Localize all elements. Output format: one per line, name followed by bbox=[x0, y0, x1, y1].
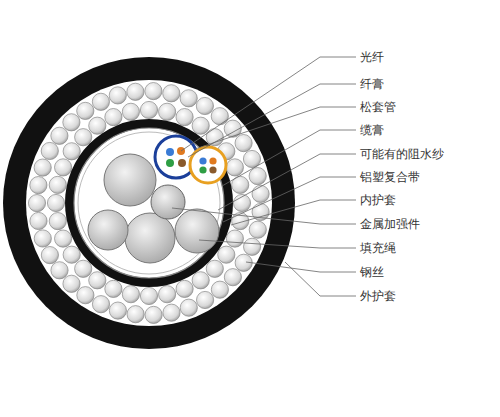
steel-wire bbox=[176, 109, 193, 126]
steel-wire bbox=[75, 129, 92, 146]
steel-wire bbox=[55, 230, 72, 247]
part-label: 松套管 bbox=[358, 100, 398, 114]
steel-wire bbox=[249, 221, 266, 238]
part-label: 缆膏 bbox=[358, 123, 386, 137]
fiber bbox=[166, 159, 174, 167]
steel-wire bbox=[176, 280, 193, 297]
steel-wire bbox=[109, 302, 126, 319]
steel-wire bbox=[226, 159, 243, 176]
steel-wire bbox=[235, 135, 252, 152]
part-label: 光纤 bbox=[358, 50, 386, 64]
steel-wire bbox=[34, 230, 51, 247]
steel-wire bbox=[109, 87, 126, 104]
steel-wires bbox=[28, 83, 269, 324]
steel-wire bbox=[140, 287, 157, 304]
steel-wire bbox=[206, 129, 223, 146]
steel-wire bbox=[159, 286, 176, 303]
steel-wire bbox=[252, 185, 269, 202]
part-label: 纤膏 bbox=[358, 77, 386, 91]
steel-wire bbox=[63, 246, 80, 263]
loose-tube bbox=[190, 147, 226, 183]
steel-wire bbox=[192, 117, 209, 134]
fiber bbox=[178, 159, 186, 167]
part-label: 内护套 bbox=[358, 193, 398, 207]
steel-wire bbox=[92, 296, 109, 313]
steel-wire bbox=[244, 238, 261, 255]
fiber bbox=[199, 157, 206, 164]
strength-member bbox=[151, 185, 185, 219]
steel-wire bbox=[197, 291, 214, 308]
steel-wire bbox=[92, 93, 109, 110]
steel-wire bbox=[89, 117, 106, 134]
leader-lines bbox=[172, 57, 356, 296]
steel-wire bbox=[63, 143, 80, 160]
steel-wire bbox=[180, 299, 197, 316]
steel-wire bbox=[163, 85, 180, 102]
fiber bbox=[166, 148, 174, 156]
steel-wire bbox=[211, 108, 228, 125]
steel-wire bbox=[218, 246, 235, 263]
steel-wire bbox=[49, 213, 66, 230]
part-label: 金属加强件 bbox=[358, 217, 422, 231]
fiber bbox=[209, 166, 216, 173]
steel-wire bbox=[192, 272, 209, 289]
filler-rope bbox=[125, 213, 175, 263]
steel-wire bbox=[145, 83, 162, 100]
steel-wire bbox=[47, 194, 64, 211]
steel-wire bbox=[249, 168, 266, 185]
steel-wire bbox=[140, 101, 157, 118]
steel-wire bbox=[180, 90, 197, 107]
filler-rope bbox=[88, 210, 128, 250]
steel-wire bbox=[30, 212, 47, 229]
fiber bbox=[199, 166, 206, 173]
steel-wire bbox=[196, 97, 213, 114]
steel-wire bbox=[49, 176, 66, 193]
steel-wire bbox=[55, 159, 72, 176]
steel-wire bbox=[226, 230, 243, 247]
steel-wire bbox=[105, 280, 122, 297]
steel-wire bbox=[145, 306, 162, 323]
steel-wire bbox=[41, 142, 58, 159]
steel-wire bbox=[63, 275, 80, 292]
steel-wire bbox=[89, 272, 106, 289]
steel-wire bbox=[122, 103, 139, 120]
steel-wire bbox=[77, 102, 94, 119]
part-label: 可能有的阻水纱 bbox=[358, 147, 446, 161]
part-label: 铝塑复合带 bbox=[358, 170, 422, 184]
steel-wire bbox=[75, 260, 92, 277]
steel-wire bbox=[159, 103, 176, 120]
filler-rope bbox=[175, 209, 219, 253]
filler-rope bbox=[104, 154, 156, 206]
part-label: 外护套 bbox=[358, 289, 398, 303]
steel-wire bbox=[51, 127, 68, 144]
steel-wire bbox=[105, 109, 122, 126]
steel-wire bbox=[34, 159, 51, 176]
steel-wire bbox=[122, 286, 139, 303]
inner-sheath bbox=[65, 119, 233, 287]
steel-wire bbox=[77, 287, 94, 304]
part-label: 钢丝 bbox=[358, 265, 386, 279]
steel-wire bbox=[28, 195, 45, 212]
steel-wire bbox=[30, 177, 47, 194]
steel-wire bbox=[163, 304, 180, 321]
steel-wire bbox=[63, 114, 80, 131]
steel-wire bbox=[51, 262, 68, 279]
steel-wire bbox=[41, 247, 58, 264]
part-label: 填充绳 bbox=[358, 241, 398, 255]
fiber bbox=[209, 157, 216, 164]
steel-wire bbox=[211, 281, 228, 298]
steel-wire bbox=[127, 83, 144, 100]
steel-wire bbox=[224, 269, 241, 286]
wire-layer-ground bbox=[26, 80, 272, 326]
steel-wire bbox=[127, 306, 144, 323]
outer-sheath bbox=[3, 57, 295, 349]
steel-wire bbox=[206, 260, 223, 277]
